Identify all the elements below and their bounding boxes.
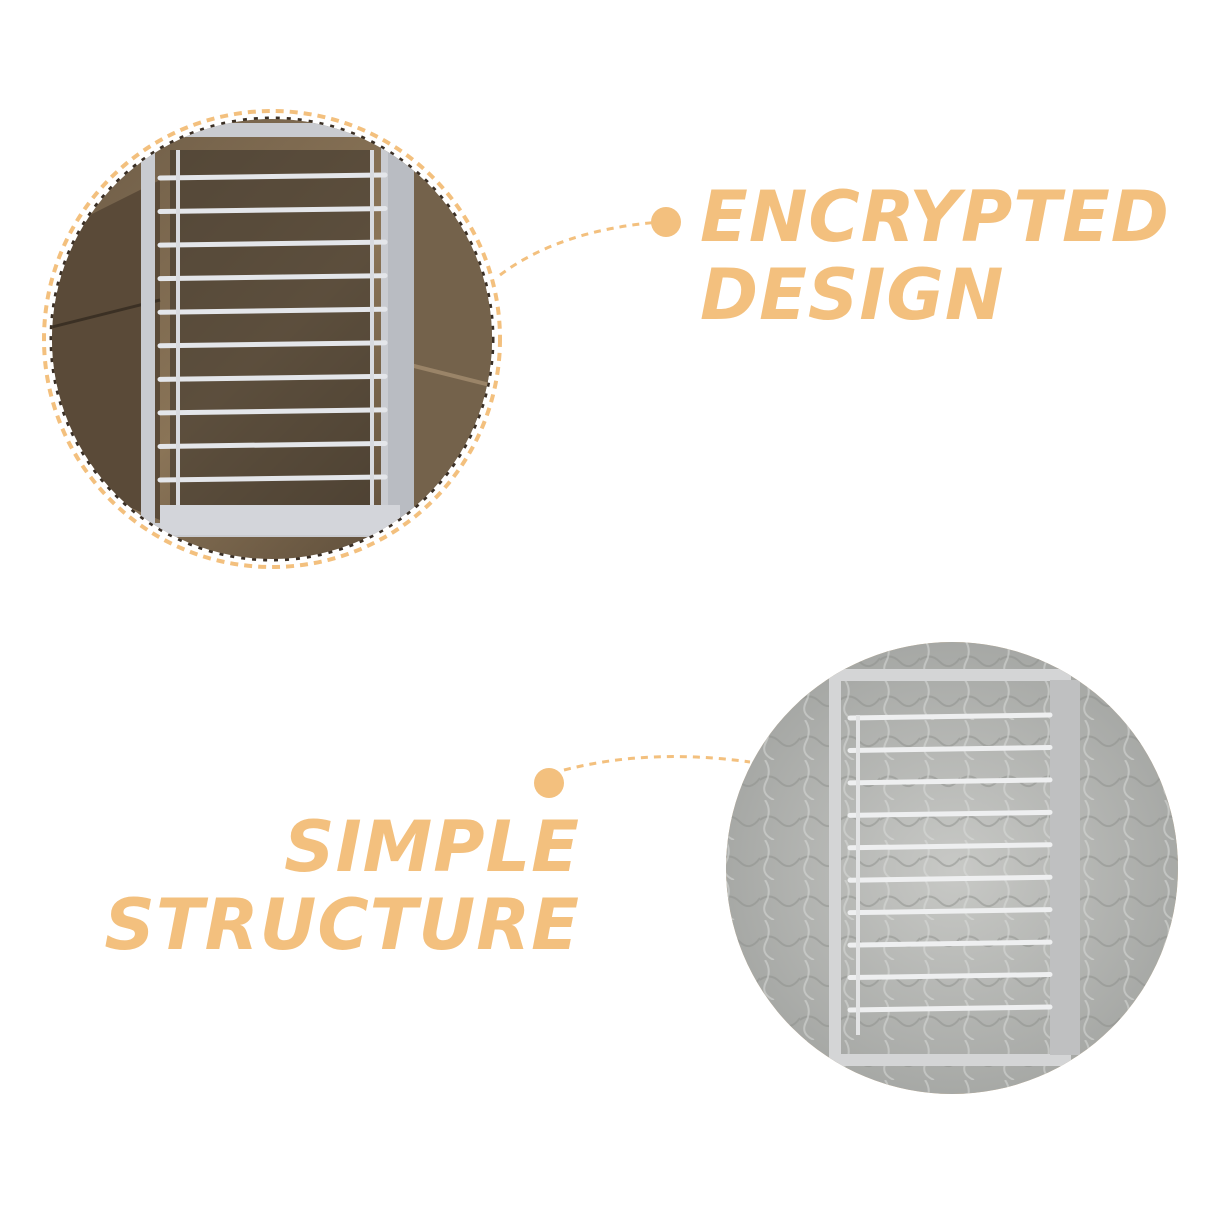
feature-label-2-line1: SIMPLE — [284, 806, 580, 888]
photo-circle-2 — [726, 642, 1178, 1094]
rack-bar — [157, 340, 388, 349]
rack-bar — [847, 874, 1053, 883]
rack-bar — [847, 1004, 1053, 1013]
feature-label-1: ENCRYPTED DESIGN — [700, 178, 1170, 334]
rack-bar — [847, 777, 1053, 786]
rack-bar — [157, 306, 388, 315]
rack-bar — [847, 842, 1053, 851]
rack-bars-2 — [847, 712, 1053, 1013]
rack-bar — [847, 972, 1053, 981]
rack-bar — [157, 239, 388, 248]
connector-1 — [499, 207, 681, 277]
feature-label-1-line1: ENCRYPTED — [700, 176, 1170, 258]
connector-dot-icon — [651, 207, 681, 237]
feature-label-2: SIMPLE STRUCTURE — [104, 808, 580, 964]
photo-circle-1 — [42, 109, 502, 569]
rack-bar — [157, 206, 388, 215]
rack-bar — [157, 373, 388, 382]
rack-bar — [157, 474, 388, 483]
rack-bar — [157, 440, 388, 449]
connector-dot-icon — [534, 768, 564, 798]
rack-bar — [847, 712, 1053, 721]
rack-bar — [157, 273, 388, 282]
rack-bar — [847, 744, 1053, 753]
rack-bar — [157, 172, 388, 181]
rack-bar — [847, 939, 1053, 948]
feature-label-2-line2: STRUCTURE — [104, 884, 580, 966]
rack-bar — [157, 407, 388, 416]
feature-label-1-line2: DESIGN — [700, 254, 1005, 336]
rack-bar — [847, 907, 1053, 916]
connector-2 — [534, 755, 751, 798]
rack-bar — [847, 809, 1053, 818]
rack-bars-1 — [157, 172, 388, 483]
